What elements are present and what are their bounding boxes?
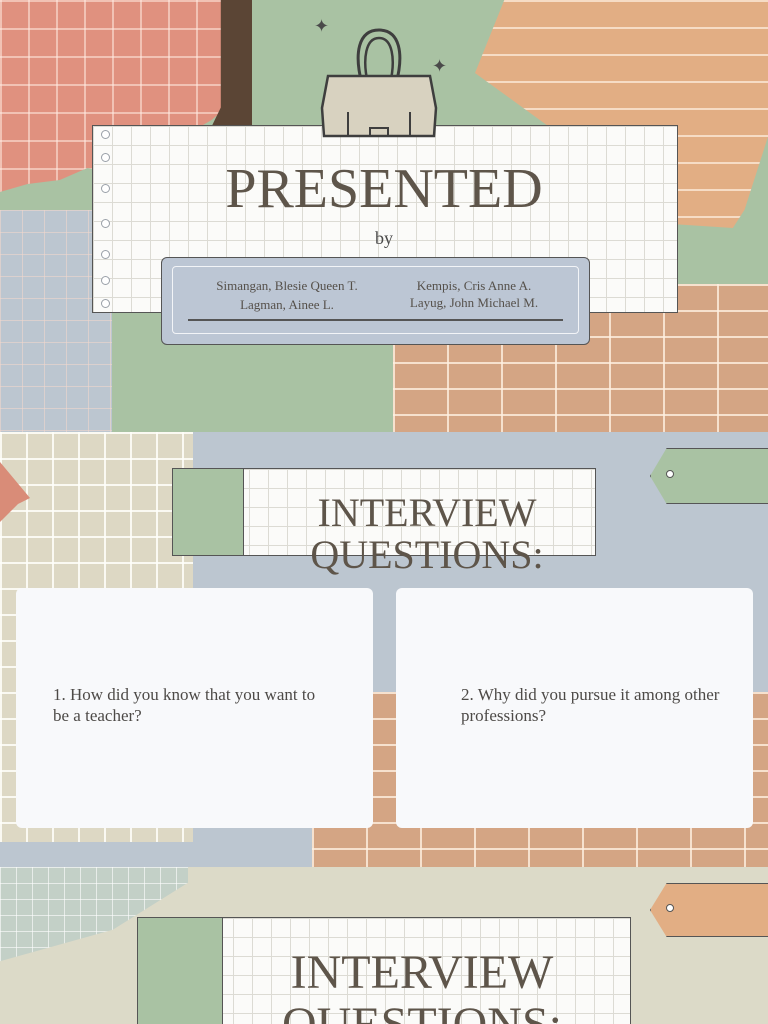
name-tag: Simangan, Blesie Queen T. Lagman, Ainee … xyxy=(161,257,590,345)
pink-grid-paper xyxy=(0,0,230,192)
name-underline xyxy=(188,319,563,321)
question-2-text: 2. Why did you pursue it among other pro… xyxy=(461,685,720,725)
sparkle-icon: ✦ xyxy=(314,16,330,36)
binder-hole xyxy=(101,184,110,193)
binder-hole xyxy=(101,130,110,139)
binder-hole xyxy=(101,153,110,162)
tag-hole xyxy=(666,470,674,478)
presenter-name: Layug, John Michael M. xyxy=(409,295,539,310)
question-card-2: 2. Why did you pursue it among other pro… xyxy=(396,588,753,828)
slide-3: INTERVIEW QUESTIONS: xyxy=(0,867,768,1024)
binder-hole xyxy=(101,276,110,285)
presenter-name: Simangan, Blesie Queen T. xyxy=(216,278,358,293)
binder-clip-icon xyxy=(320,28,438,138)
tag-hole xyxy=(666,904,674,912)
binder-hole xyxy=(101,299,110,308)
title-banner xyxy=(137,917,631,1024)
banner-sage-block xyxy=(173,469,244,555)
interview-title-line-2: QUESTIONS: xyxy=(222,999,622,1024)
sparkle-icon: ✦ xyxy=(432,56,448,76)
banner-sage-block xyxy=(138,918,223,1024)
by-label: by xyxy=(375,228,393,248)
presenter-name: Lagman, Ainee L. xyxy=(240,297,334,312)
slide-2: INTERVIEW QUESTIONS: 1. How did you know… xyxy=(0,432,768,867)
question-1-text: 1. How did you know that you want to be … xyxy=(53,685,316,725)
interview-title-line-2: QUESTIONS: xyxy=(310,532,544,577)
question-card-1: 1. How did you know that you want to be … xyxy=(16,588,373,828)
name-tag-inner xyxy=(172,266,579,334)
interview-title-line-1: INTERVIEW xyxy=(290,946,554,999)
binder-hole xyxy=(101,219,110,228)
binder-hole xyxy=(101,250,110,259)
presenter-name: Kempis, Cris Anne A. xyxy=(416,278,532,293)
presented-title: PRESENTED xyxy=(225,158,543,220)
slide-1: ✦ ✦ PRESENTED by Simangan, Blesie Queen … xyxy=(0,0,768,432)
title-banner xyxy=(172,468,596,556)
interview-title-line-1: INTERVIEW xyxy=(317,490,537,535)
